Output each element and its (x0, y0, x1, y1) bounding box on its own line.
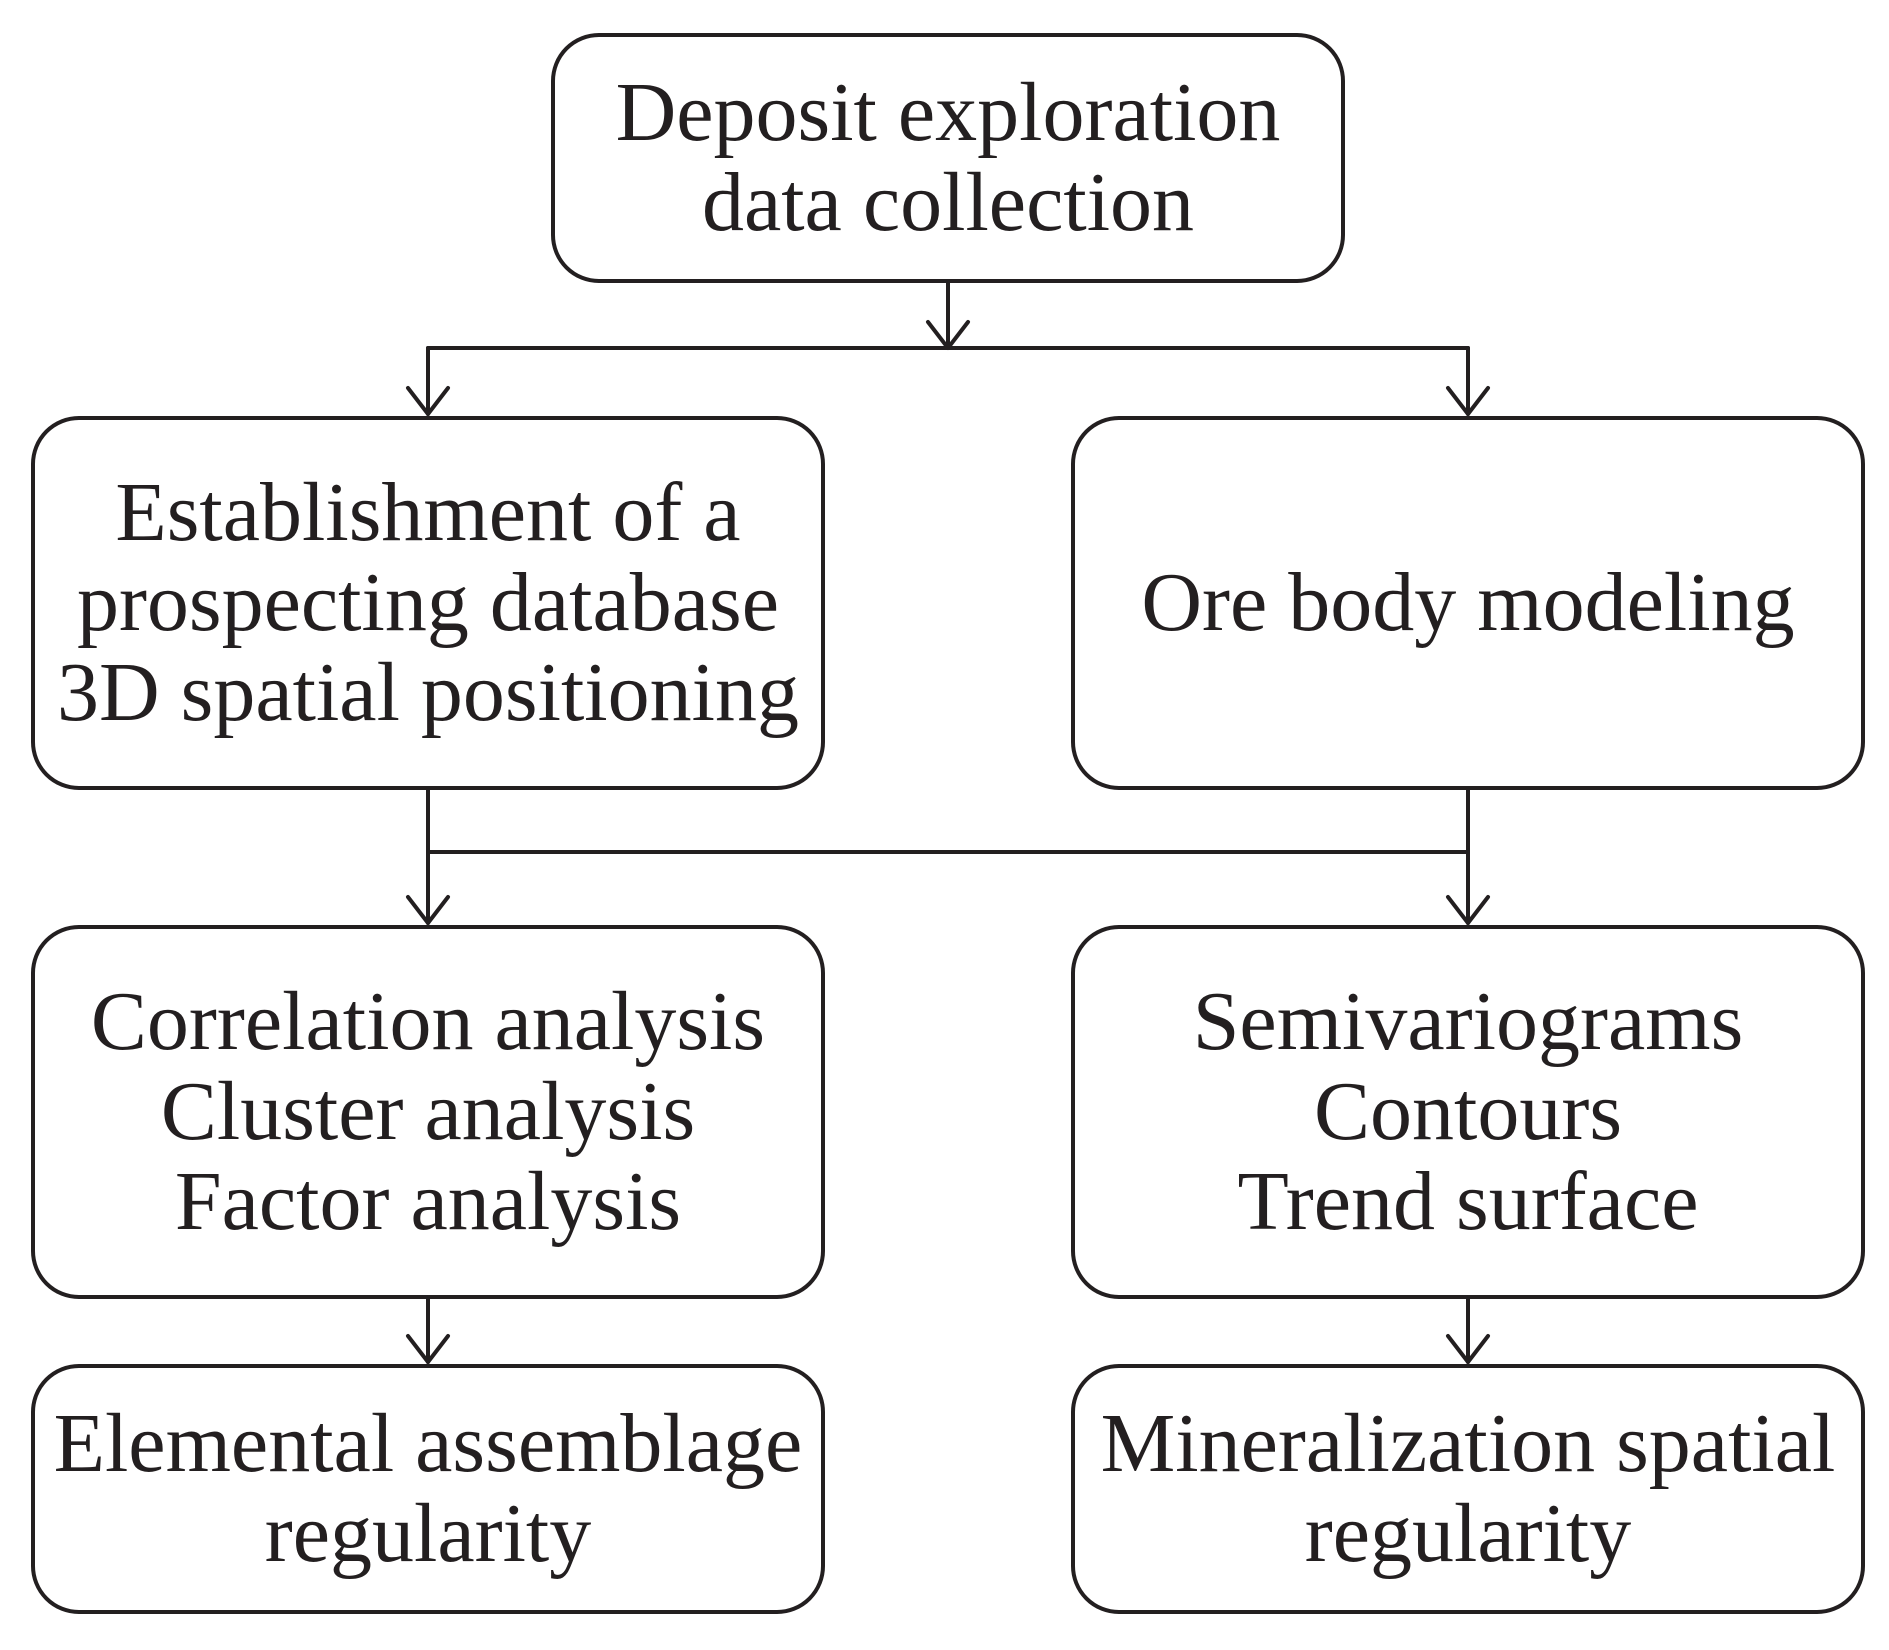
node-text-line: data collection (701, 156, 1195, 249)
node-data-collection: Deposit exploration data collection (551, 33, 1345, 283)
node-text-line: Semivariograms (1192, 975, 1744, 1068)
node-text-line: Establishment of a (115, 466, 741, 559)
node-text-line: Mineralization spatial (1100, 1397, 1836, 1490)
node-text-line: prospecting database (76, 556, 780, 649)
arrowhead-result-left (406, 1334, 450, 1364)
arrowhead-result-right (1446, 1334, 1490, 1364)
node-text-line: regularity (1304, 1487, 1632, 1580)
node-elemental-assemblage-regularity: Elemental assemblage regularity (31, 1364, 825, 1614)
arrowhead-merge-left (406, 895, 450, 925)
arrowhead-split-right (1446, 386, 1490, 416)
node-text-line: Deposit exploration (615, 66, 1281, 159)
node-ore-body-modeling: Ore body modeling (1071, 416, 1865, 790)
node-text-line: Cluster analysis (160, 1065, 696, 1158)
arrowhead-split-left (406, 386, 450, 416)
node-text-line: regularity (264, 1487, 592, 1580)
arrowhead-merge-right (1446, 895, 1490, 925)
node-statistical-analysis: Correlation analysis Cluster analysis Fa… (31, 925, 825, 1299)
node-mineralization-spatial-regularity: Mineralization spatial regularity (1071, 1364, 1865, 1614)
node-prospecting-database: Establishment of a prospecting database … (31, 416, 825, 790)
node-text-line: 3D spatial positioning (57, 646, 799, 739)
node-text-line: Contours (1313, 1065, 1623, 1158)
node-text-line: Factor analysis (174, 1155, 682, 1248)
node-spatial-analysis: Semivariograms Contours Trend surface (1071, 925, 1865, 1299)
node-text-line: Correlation analysis (90, 975, 766, 1068)
node-text-line: Elemental assemblage (53, 1397, 803, 1490)
node-text-line: Ore body modeling (1141, 556, 1795, 649)
node-text-line: Trend surface (1237, 1155, 1699, 1248)
